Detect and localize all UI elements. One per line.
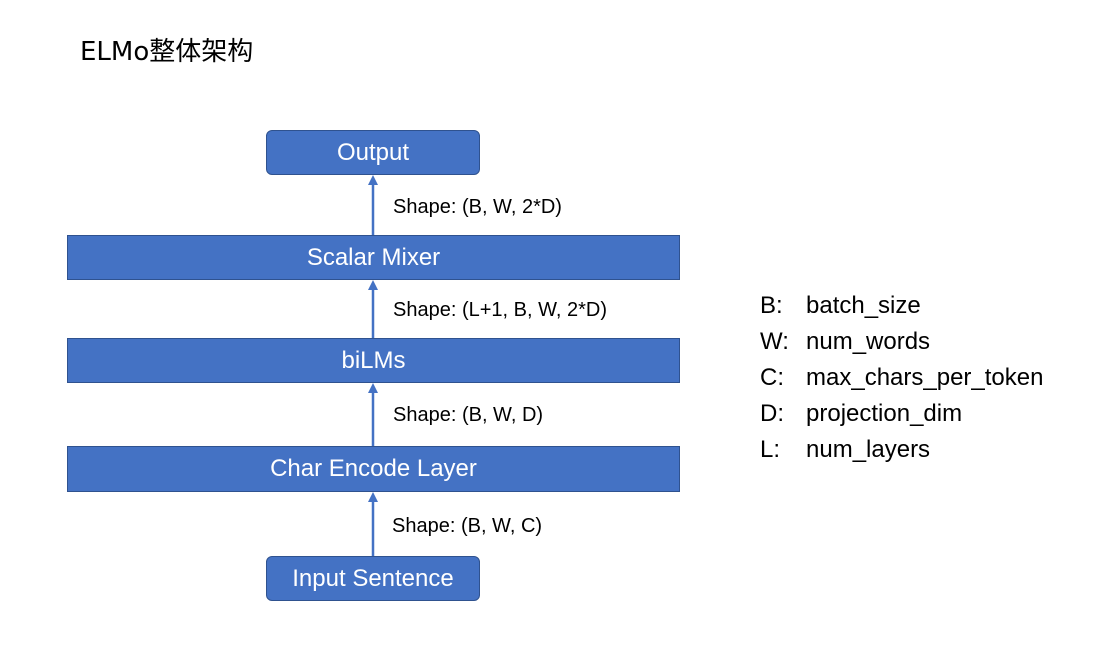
input-sentence-box: Input Sentence: [266, 556, 480, 601]
legend-value: batch_size: [806, 292, 921, 319]
page-title: ELMo整体架构: [80, 37, 254, 67]
shape-label-bilms-in: Shape: (B, W, D): [393, 404, 544, 426]
legend-value: projection_dim: [806, 400, 963, 427]
legend-key: C:: [760, 364, 784, 391]
shape-label-char-in: Shape: (B, W, C): [392, 515, 543, 537]
bilms-box: biLMs: [67, 338, 680, 383]
legend-value: max_chars_per_token: [806, 364, 1044, 391]
output-box: Output: [266, 130, 480, 175]
shape-label-mixer-in: Shape: (L+1, B, W, 2*D): [393, 299, 607, 321]
legend-value: num_words: [806, 328, 931, 355]
legend-key: B:: [760, 292, 783, 319]
shape-label-output-in: Shape: (B, W, 2*D): [393, 196, 562, 218]
legend-value: num_layers: [806, 436, 931, 463]
legend-key: W:: [760, 328, 789, 355]
legend-key: L:: [760, 436, 781, 463]
char-encode-layer-box: Char Encode Layer: [67, 446, 680, 492]
legend-key: D:: [760, 400, 784, 427]
scalar-mixer-box: Scalar Mixer: [67, 235, 680, 280]
